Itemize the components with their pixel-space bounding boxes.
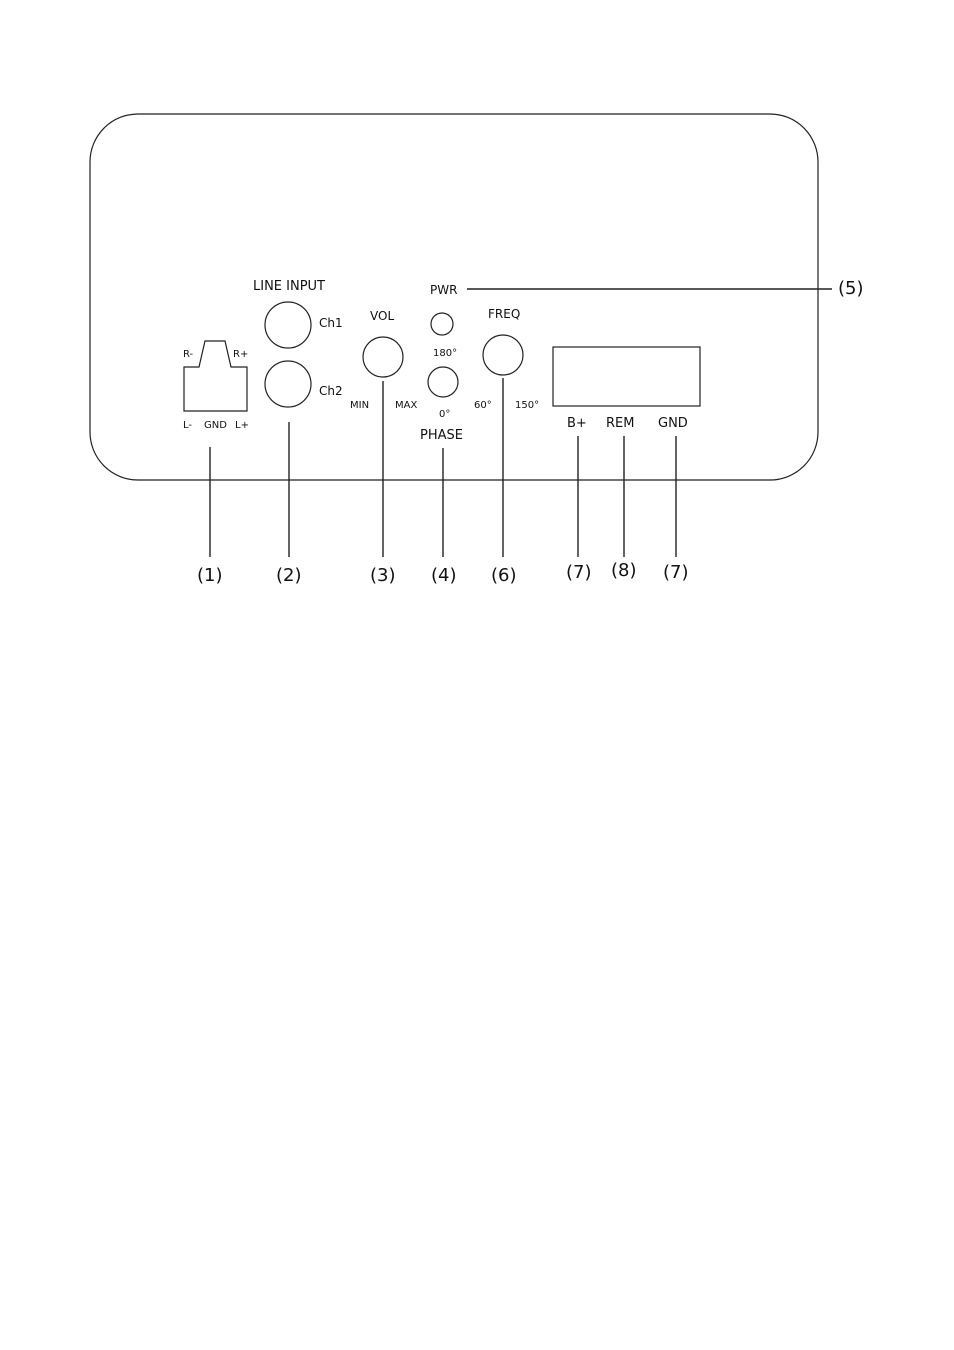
callout-8: (8) (611, 560, 637, 581)
label-vol: VOL (370, 309, 394, 323)
label-0-deg: 0° (439, 409, 450, 420)
callout-6: (6) (491, 565, 517, 586)
label-ch2: Ch2 (319, 384, 343, 398)
panel-outline (90, 114, 818, 480)
label-b-plus: B+ (567, 416, 587, 431)
phase-switch (428, 367, 458, 397)
label-l-plus: L+ (235, 420, 249, 431)
callout-7a: (7) (566, 562, 592, 583)
label-60-deg: 60° (474, 400, 492, 411)
pwr-led (431, 313, 453, 335)
callout-4: (4) (431, 565, 457, 586)
vol-knob (363, 337, 403, 377)
label-min: MIN (350, 400, 369, 411)
ch1-jack (265, 302, 311, 348)
label-ch1: Ch1 (319, 316, 343, 330)
label-150-deg: 150° (515, 400, 539, 411)
callout-3: (3) (370, 565, 396, 586)
label-terminal-gnd: GND (204, 420, 227, 431)
freq-knob (483, 335, 523, 375)
label-phase: PHASE (420, 428, 463, 443)
label-r-plus: R+ (233, 349, 248, 360)
callout-2: (2) (276, 565, 302, 586)
label-freq: FREQ (488, 307, 520, 321)
callout-1: (1) (197, 565, 223, 586)
ch2-jack (265, 361, 311, 407)
callout-7b: (7) (663, 562, 689, 583)
label-line-input: LINE INPUT (253, 279, 325, 294)
label-pwr: PWR (430, 283, 457, 297)
label-r-minus: R- (183, 349, 194, 360)
label-gnd: GND (658, 416, 688, 431)
label-rem: REM (606, 416, 634, 431)
power-terminal-block (553, 347, 700, 406)
leader-lines (210, 289, 832, 557)
label-180-deg: 180° (433, 348, 457, 359)
label-l-minus: L- (183, 420, 192, 431)
callout-5: (5) (838, 278, 864, 299)
label-max: MAX (395, 400, 417, 411)
